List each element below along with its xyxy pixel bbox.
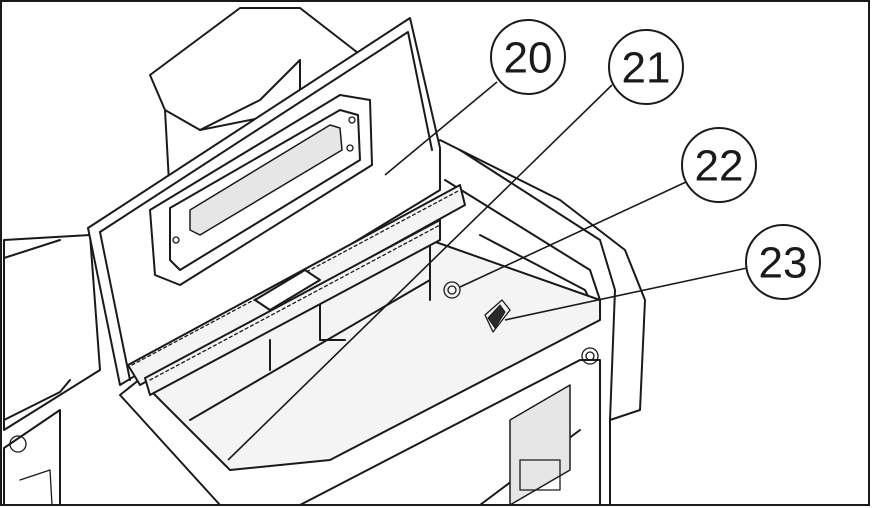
callout-23-label: 23 bbox=[759, 239, 808, 288]
leader-23 bbox=[504, 267, 748, 321]
leader-21 bbox=[227, 84, 613, 461]
callout-22-label: 22 bbox=[695, 142, 744, 191]
left-housing bbox=[3, 234, 101, 506]
callout-21-label: 21 bbox=[622, 44, 671, 93]
connector-23 bbox=[484, 299, 511, 333]
serrated-rails bbox=[127, 184, 466, 396]
callout-20-label: 20 bbox=[504, 34, 553, 83]
callout-21: 21 bbox=[608, 29, 684, 105]
front-panel bbox=[299, 347, 601, 506]
lid-20 bbox=[87, 17, 441, 386]
callout-23: 23 bbox=[745, 224, 821, 300]
port-22 bbox=[443, 281, 461, 299]
callout-22: 22 bbox=[681, 127, 757, 203]
leader-22 bbox=[459, 181, 687, 288]
leader-20 bbox=[384, 81, 498, 176]
callout-20: 20 bbox=[490, 19, 566, 95]
